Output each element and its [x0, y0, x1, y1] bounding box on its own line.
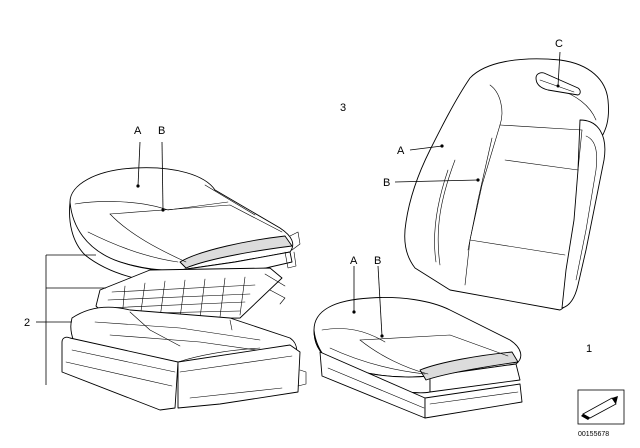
- label-part-3: 3: [340, 102, 346, 114]
- left-cushion-base-frame: [61, 336, 307, 411]
- label-left-cushion-b: B: [158, 125, 165, 137]
- left-cushion-heating-mat: [95, 267, 286, 321]
- label-part-1: 1: [586, 343, 592, 355]
- left-cushion-cover: [69, 167, 301, 283]
- label-backrest-b: B: [383, 177, 390, 189]
- label-backrest-c: C: [555, 38, 563, 50]
- drawing-code: 00155678: [578, 431, 609, 438]
- orientation-arrow-icon: [577, 389, 625, 425]
- backrest: [404, 58, 609, 311]
- label-right-cushion-b: B: [374, 255, 381, 267]
- label-right-cushion-a: A: [350, 255, 358, 267]
- label-left-cushion-a: A: [134, 125, 142, 137]
- label-backrest-a: A: [397, 145, 405, 157]
- leader-lines: [36, 51, 561, 385]
- right-seat-cushion: [313, 297, 523, 419]
- label-part-2: 2: [24, 317, 30, 329]
